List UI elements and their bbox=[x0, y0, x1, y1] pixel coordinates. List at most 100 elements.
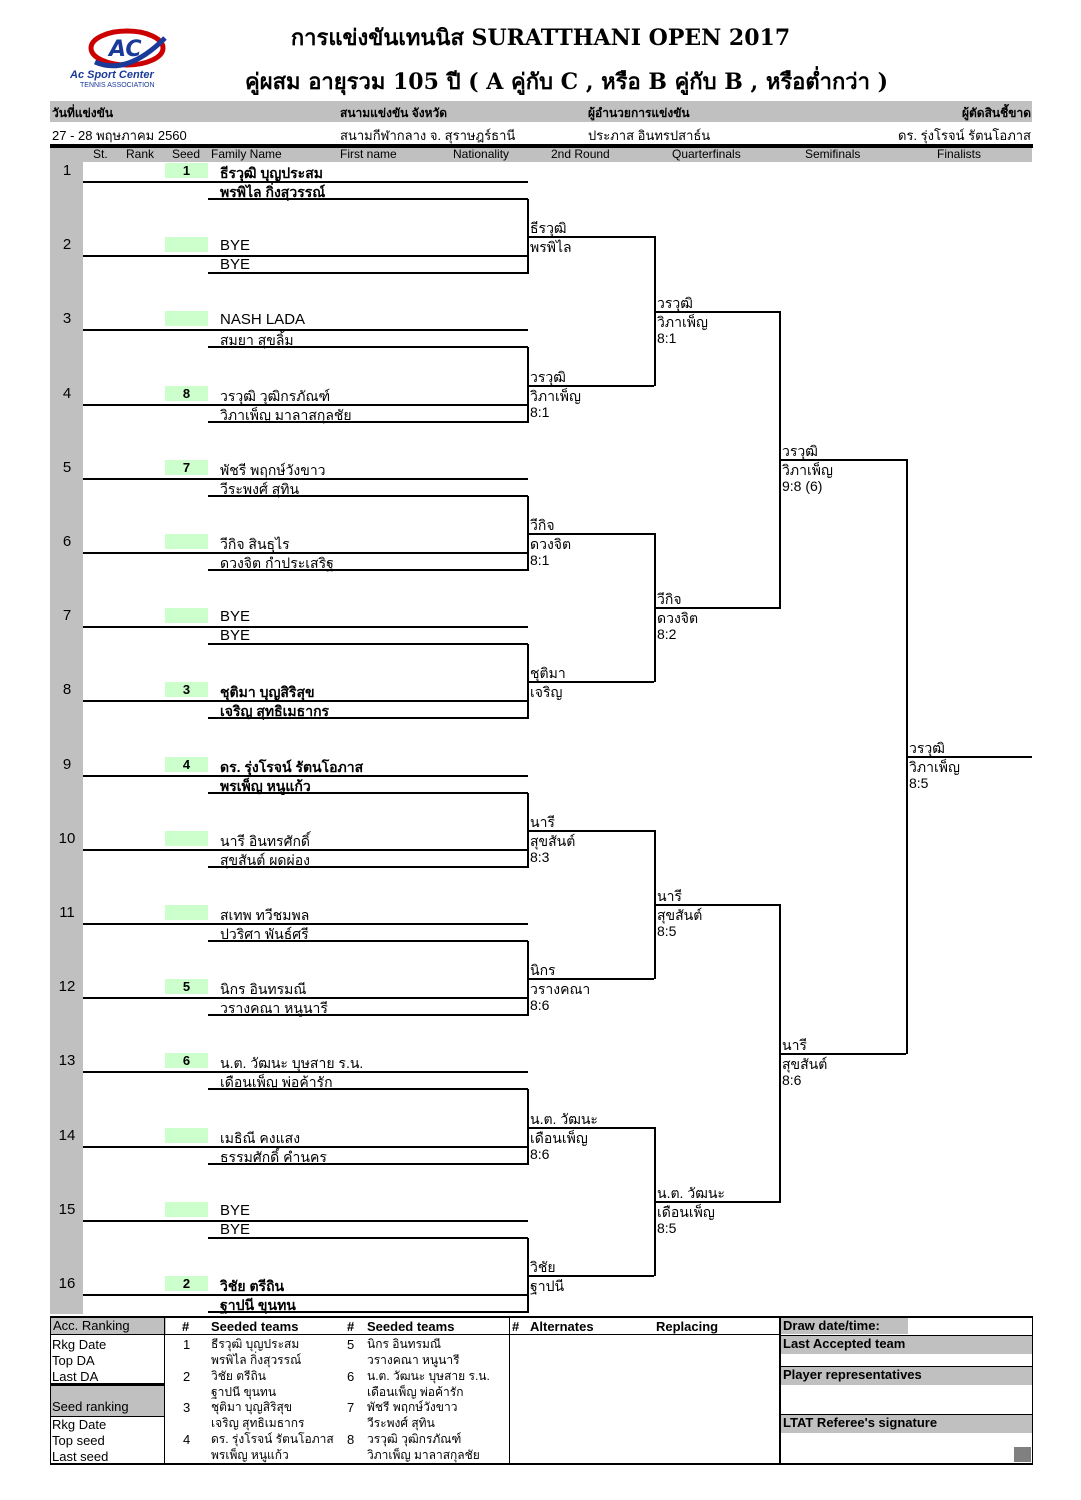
bracket-line bbox=[83, 552, 528, 554]
seed-box: 4 bbox=[165, 756, 208, 772]
draw-position: 2 bbox=[62, 236, 72, 254]
bracket-line bbox=[208, 494, 528, 497]
winner-name: นารี bbox=[530, 814, 555, 830]
acc-ranking-header: Acc. Ranking bbox=[51, 1318, 166, 1335]
partner-name: วิภาเพ็ญ มาลาสกุลชัย bbox=[220, 406, 352, 423]
bracket-line bbox=[83, 1071, 528, 1074]
seed-ranking-header bbox=[51, 1386, 164, 1417]
player-reps-label: Player representatives bbox=[781, 1367, 1032, 1385]
column-header: Finalists bbox=[937, 147, 982, 161]
seeded-partner: พรเพ็ญ หนูแก้ว bbox=[211, 1447, 289, 1462]
seeded-player: ดร. รุ่งโรจน์ รัตนโอภาส bbox=[211, 1431, 334, 1446]
bracket-line bbox=[165, 1334, 510, 1335]
winner-partner: วิภาเพ็ญ bbox=[782, 462, 833, 478]
seed-ranking-item: Top seed bbox=[52, 1433, 105, 1448]
draw-position: 8 bbox=[62, 681, 72, 699]
bracket-line bbox=[208, 1088, 528, 1091]
winner-partner: เดือนเพ็ญ bbox=[530, 1130, 588, 1146]
seeded-player: น.ต. วัฒนะ บุษสาย ร.น. bbox=[367, 1368, 490, 1383]
bracket-line bbox=[527, 385, 654, 387]
winner-name: น.ต. วัฒนะ bbox=[657, 1185, 725, 1201]
seed-box bbox=[165, 311, 208, 327]
bracket-line bbox=[83, 700, 528, 703]
match-score: 8:3 bbox=[530, 849, 550, 865]
seeded-partner: ฐาปนี ขุนทน bbox=[211, 1384, 277, 1399]
column-header: First name bbox=[340, 147, 397, 161]
winner-name: ชุติมา bbox=[530, 665, 566, 681]
seed-number: 3 bbox=[183, 1400, 191, 1415]
winner-partner: ฐาปนี bbox=[530, 1278, 565, 1294]
bracket-line bbox=[779, 1053, 906, 1055]
draw-position: 10 bbox=[58, 829, 76, 847]
seeded-title: Seeded teams bbox=[211, 1319, 299, 1334]
bracket-line bbox=[527, 236, 654, 238]
winner-name: วรวุฒิ bbox=[657, 295, 693, 311]
info-value: สนามกีฬากลาง จ. สุราษฎร์ธานี bbox=[340, 128, 516, 143]
player-name: ชุติมา บุญสิริสุข bbox=[220, 684, 315, 701]
match-score: 8:6 bbox=[782, 1072, 802, 1088]
draw-position: 4 bbox=[62, 384, 72, 402]
match-score: 8:1 bbox=[530, 552, 550, 568]
draw-position: 1 bbox=[62, 162, 72, 179]
bracket-line bbox=[208, 272, 528, 275]
winner-name: วีกิจ bbox=[657, 591, 682, 607]
match-score: 8:6 bbox=[530, 1146, 550, 1162]
bracket-line bbox=[50, 1383, 165, 1386]
bracket-line bbox=[208, 643, 528, 646]
page-subtitle: คู่ผสม อายุรวม 105 ปี ( A คู่กับ C , หรื… bbox=[245, 69, 889, 95]
last-accepted-label: Last Accepted team bbox=[781, 1336, 1032, 1354]
bracket-line bbox=[527, 978, 654, 980]
bracket-line bbox=[208, 940, 528, 942]
seed-box bbox=[165, 1201, 208, 1217]
bracket-line bbox=[83, 923, 528, 925]
winner-partner: สุขสันต์ bbox=[530, 833, 576, 849]
seeded-hash: # bbox=[182, 1319, 190, 1334]
draw-position: 12 bbox=[58, 978, 76, 996]
alternates-hash: # bbox=[512, 1319, 520, 1334]
draw-position: 15 bbox=[58, 1200, 76, 1218]
info-value: ประภาส อินทรปสาธ์น bbox=[588, 128, 711, 143]
bracket-line bbox=[50, 144, 1033, 148]
winner-partner: ดวงจิต bbox=[530, 536, 572, 552]
bracket-line bbox=[164, 1317, 165, 1463]
partner-name: BYE bbox=[220, 256, 251, 274]
partner-name: ปวริศา พันธ์ศรี bbox=[220, 926, 309, 942]
draw-position: 7 bbox=[62, 607, 72, 625]
winner-name: นารี bbox=[782, 1037, 807, 1053]
seed-ranking-item: Last seed bbox=[52, 1449, 109, 1464]
seed-box bbox=[165, 1127, 208, 1143]
match-score: 8:5 bbox=[657, 923, 677, 939]
winner-partner: ดวงจิต bbox=[657, 610, 699, 626]
winner-partner: วิภาเพ็ญ bbox=[657, 314, 708, 330]
player-name: NASH LADA bbox=[220, 311, 306, 329]
svg-text:AC: AC bbox=[107, 37, 142, 62]
bracket-line bbox=[83, 848, 528, 851]
player-name: วรวุฒิ วุฒิกรภัณฑ์ bbox=[220, 387, 331, 404]
seed-number: 2 bbox=[183, 1368, 191, 1384]
player-name: น.ต. วัฒนะ บุษสาย ร.น. bbox=[220, 1055, 364, 1072]
player-name: นารี อินทรศักดิ์ bbox=[220, 832, 311, 849]
seed-box bbox=[165, 237, 208, 253]
column-header: Seed bbox=[172, 147, 201, 161]
bracket-line bbox=[208, 420, 528, 423]
partner-name: ดวงจิต กำประเสริฐ bbox=[220, 555, 334, 571]
player-name: ดร. รุ่งโรจน์ รัตนโอภาส bbox=[220, 758, 364, 775]
column-header: Semifinals bbox=[805, 147, 861, 161]
logo-icon: AC bbox=[88, 28, 167, 69]
bracket-line bbox=[527, 1089, 529, 1165]
seed-number: 7 bbox=[347, 1400, 355, 1415]
partner-name: เจริญ สุทธิเมธากร bbox=[220, 703, 330, 720]
winner-name: วรวุฒิ bbox=[782, 443, 818, 459]
winner-name: นารี bbox=[657, 888, 682, 904]
bracket-line bbox=[654, 311, 781, 313]
winner-partner: พรพิไล bbox=[530, 239, 572, 255]
player-name: เมธิณี คงแสง bbox=[220, 1129, 301, 1146]
draw-date-label: Draw date/time: bbox=[781, 1318, 908, 1334]
seed-ranking-title: Seed ranking bbox=[52, 1399, 129, 1414]
seed-box: 2 bbox=[165, 1276, 208, 1291]
bracket-line bbox=[527, 681, 654, 683]
bracket-line bbox=[654, 904, 781, 906]
bracket-line bbox=[208, 346, 528, 349]
draw-position: 5 bbox=[62, 458, 72, 476]
seed-box bbox=[165, 534, 208, 549]
